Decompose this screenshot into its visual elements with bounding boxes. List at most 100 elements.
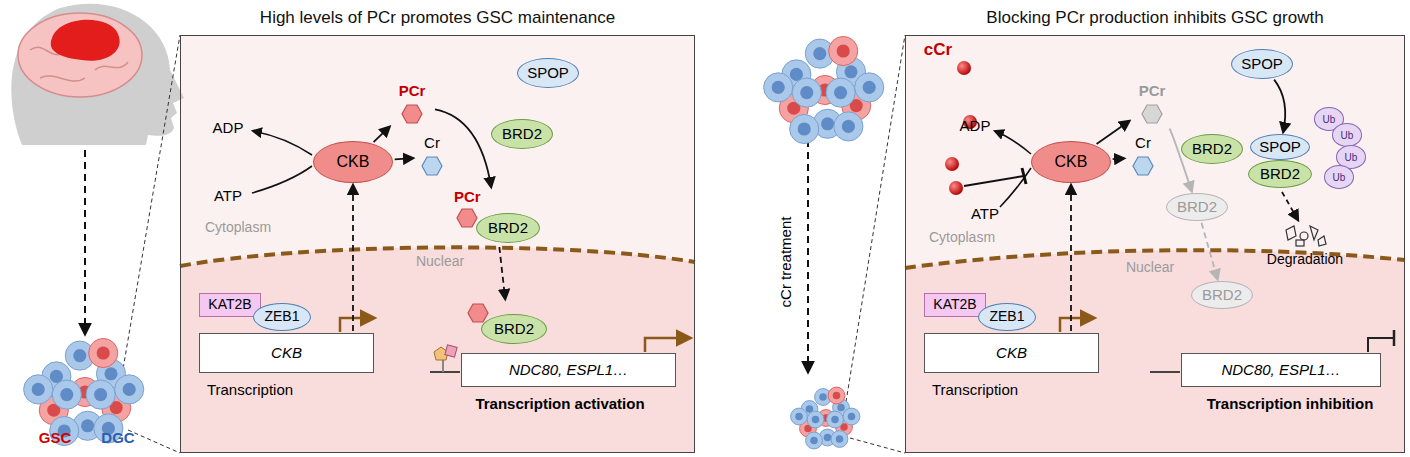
nuclear-complex: BRD2 — [463, 301, 553, 347]
art-shape — [826, 78, 855, 107]
molecule-oval: SPOP — [1250, 134, 1310, 160]
hexagon-icon — [1141, 104, 1163, 124]
node-text: Ub — [1345, 152, 1358, 163]
art-shape — [1286, 226, 1296, 240]
metabolite: PCr — [1131, 83, 1173, 127]
art-shape — [764, 73, 793, 102]
art-shape — [798, 122, 811, 135]
node-text: CKB — [337, 153, 370, 171]
hexagon-icon — [467, 303, 489, 323]
node-text: Ub — [1323, 114, 1336, 125]
art-shape — [807, 140, 809, 372]
art-shape — [115, 375, 144, 404]
node-text: BRD2 — [1202, 287, 1242, 304]
connector-arrow — [1097, 121, 1130, 144]
node-text: CKB — [271, 345, 302, 362]
molecule-oval: Ub — [1324, 165, 1355, 189]
gene-box: NDC80, ESPL1… — [461, 353, 676, 387]
connector-arrow — [1201, 223, 1217, 279]
art-shape — [60, 388, 73, 401]
text-label: ADP — [960, 118, 991, 135]
art-shape — [833, 392, 841, 400]
node-text: CKB — [996, 345, 1027, 362]
art-shape — [905, 35, 1405, 453]
text-label: ATP — [214, 188, 242, 205]
art-shape — [807, 411, 824, 428]
art-shape — [24, 36, 884, 448]
node-text: BRD2 — [488, 220, 528, 237]
art-shape — [442, 360, 444, 372]
node-text: SPOP — [527, 65, 569, 82]
art-shape — [252, 166, 312, 193]
node-text: Cr — [1126, 135, 1160, 152]
connector-arrow — [1070, 185, 1072, 331]
metabolite: PCr — [391, 83, 433, 127]
text-label: Transcription — [932, 382, 1018, 399]
protein-box: KAT2B — [924, 293, 986, 317]
art-shape — [73, 349, 86, 362]
molecule-oval: BRD2 — [1191, 281, 1253, 309]
art-shape — [1060, 318, 1094, 332]
art-shape — [945, 157, 959, 171]
node-text: BRD2 — [1192, 141, 1232, 158]
connector-arrow — [395, 158, 413, 159]
art-shape — [827, 411, 844, 428]
art-shape — [97, 346, 110, 359]
art-shape — [792, 78, 821, 107]
art-shape — [24, 375, 53, 404]
text-label: GSC — [39, 430, 72, 447]
art-shape — [1000, 168, 1031, 207]
node-text: Ub — [1333, 172, 1346, 183]
art-shape — [89, 338, 118, 367]
text-label: Nuclear — [1126, 260, 1174, 275]
molecule-oval: BRD2 — [476, 213, 540, 243]
node-text: Cr — [415, 135, 449, 152]
molecule-oval: Ub — [1332, 123, 1363, 147]
text-label: ADP — [213, 120, 244, 137]
node-text: SPOP — [1259, 139, 1301, 156]
art-shape — [863, 81, 876, 94]
hexagon — [402, 105, 422, 123]
art-shape — [813, 47, 826, 60]
art-shape — [52, 380, 81, 409]
text-label: Cytoplasm — [929, 230, 995, 245]
text-label: Cytoplasm — [205, 220, 271, 235]
connector-arrow — [374, 127, 390, 142]
art-shape — [791, 408, 808, 425]
art-shape — [1150, 371, 1180, 373]
node-text: PCr — [391, 83, 433, 100]
art-shape — [772, 81, 785, 94]
protein-box: KAT2B — [199, 293, 261, 317]
art-shape — [844, 65, 857, 78]
node-text: KAT2B — [933, 297, 976, 312]
art-shape — [180, 247, 695, 453]
molecule-oval: CKB — [313, 141, 393, 183]
art-shape — [806, 432, 823, 449]
art-shape — [104, 367, 117, 380]
art-shape — [819, 393, 827, 401]
art-shape — [94, 388, 107, 401]
hexagon-icon — [401, 104, 423, 124]
art-shape — [1300, 232, 1308, 240]
art-shape — [32, 383, 45, 396]
molecule-oval: CKB — [1031, 141, 1111, 183]
art-shape — [810, 437, 818, 445]
art-shape — [812, 416, 820, 424]
art-shape — [1310, 226, 1318, 240]
art-shape — [831, 431, 848, 448]
hexagon — [468, 304, 488, 322]
molecule-oval: BRD2 — [481, 314, 547, 344]
molecule-oval: BRD2 — [1166, 193, 1228, 221]
molecule-oval: BRD2 — [1181, 134, 1243, 164]
art-shape — [821, 117, 834, 130]
art-shape — [1282, 192, 1298, 220]
art-shape — [831, 416, 839, 424]
hexagon-icon — [421, 156, 443, 176]
art-shape — [1318, 236, 1326, 246]
art-shape — [848, 413, 856, 421]
node-text: KAT2B — [208, 297, 251, 312]
node-text: ZEB1 — [264, 309, 299, 324]
molecule-oval: ZEB1 — [978, 303, 1036, 331]
node-text: NDC80, ESPL1… — [1221, 362, 1340, 379]
art-shape — [834, 86, 847, 99]
